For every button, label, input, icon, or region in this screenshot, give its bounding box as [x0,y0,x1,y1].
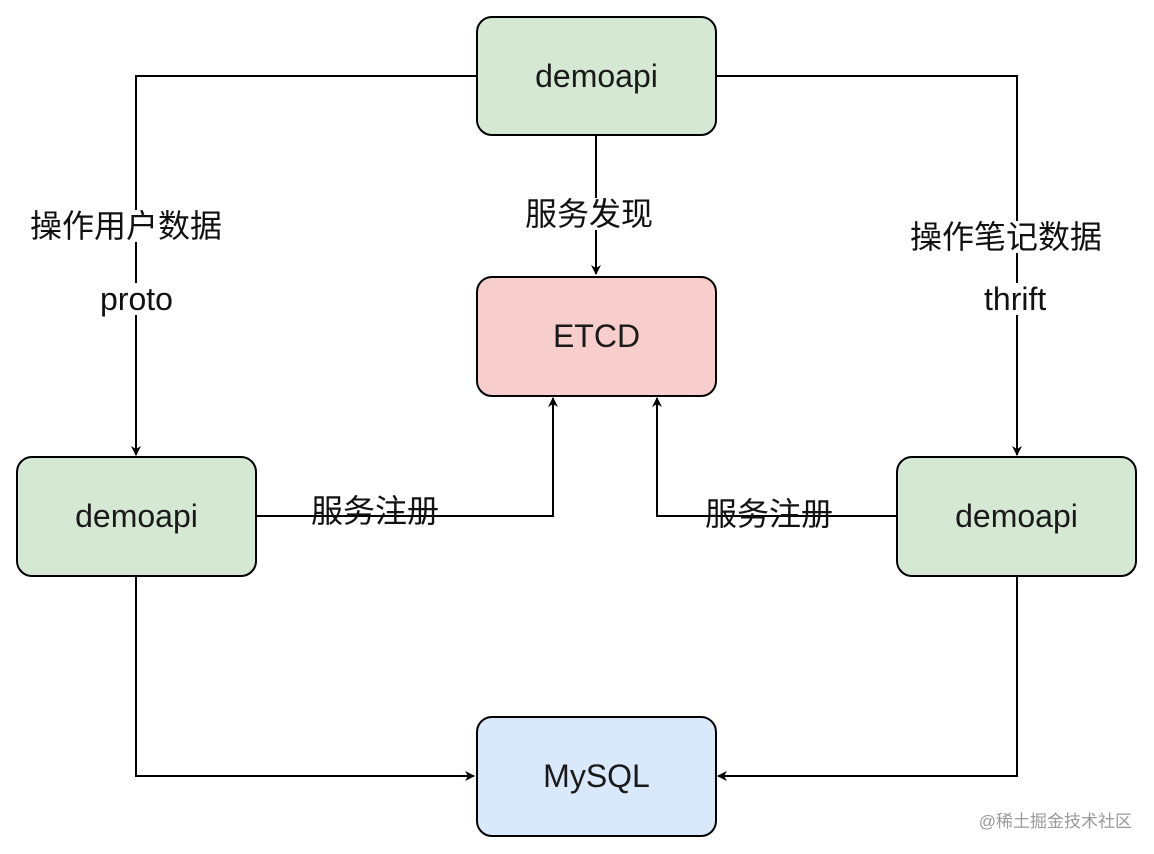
label-service-register-left: 服务注册 [311,493,440,529]
edge-top-to-right [716,75,1022,456]
label-note-data-ops: 操作笔记数据 [910,219,1103,255]
node-demoapi-right-label: demoapi [955,498,1078,534]
edge-top-to-left [131,75,476,456]
node-etcd-label: ETCD [552,318,641,354]
label-service-discovery: 服务发现 [525,196,654,232]
edge-left-to-mysql [135,576,475,781]
node-demoapi-right: demoapi [896,456,1137,577]
node-mysql-label: MySQL [543,758,650,794]
node-demoapi-left-label: demoapi [75,498,198,534]
watermark: @稀土掘金技术社区 [978,812,1132,831]
label-proto: proto [100,281,173,317]
edge-right-to-etcd [652,397,896,517]
node-demoapi-left: demoapi [16,456,257,577]
edge-left-to-etcd [256,397,558,517]
node-mysql: MySQL [476,716,717,837]
node-demoapi-top-label: demoapi [535,57,658,94]
label-service-register-right: 服务注册 [705,496,834,532]
label-user-data-ops: 操作用户数据 [30,208,223,244]
label-thrift: thrift [984,281,1047,317]
edge-right-to-mysql [717,576,1018,781]
node-demoapi-top: demoapi [476,16,717,136]
node-etcd: ETCD [476,276,717,397]
